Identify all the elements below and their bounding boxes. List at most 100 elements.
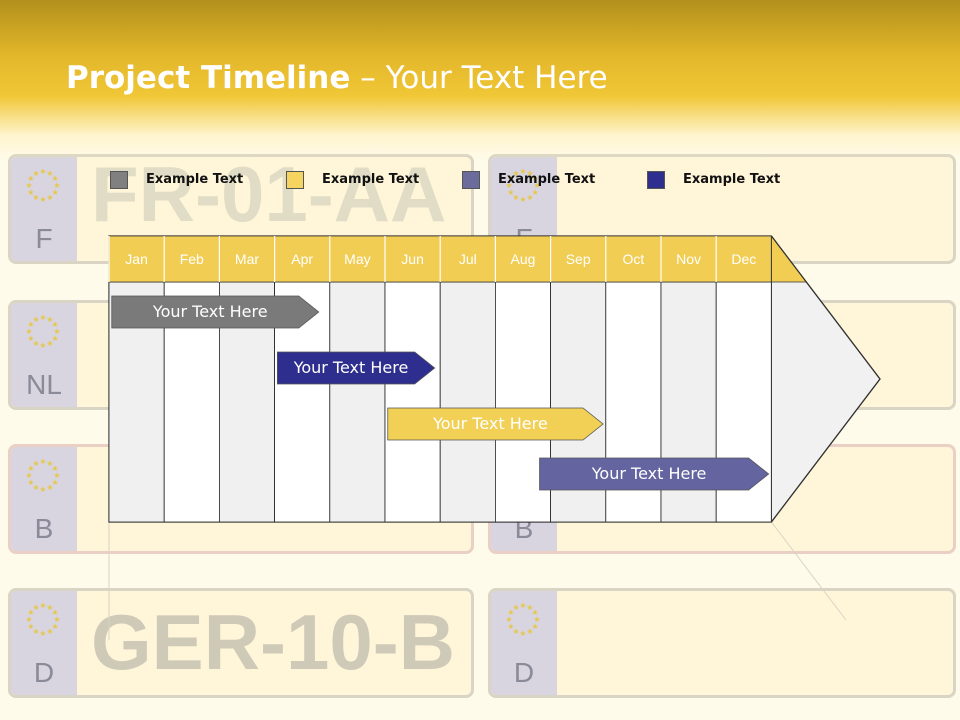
eu-star: ★	[25, 327, 32, 336]
task-bar	[276, 351, 436, 385]
eu-star: ★	[46, 627, 53, 636]
task-bar	[539, 457, 770, 491]
header-banner	[0, 0, 960, 160]
title-bold: Project Timeline	[66, 60, 351, 96]
eu-stars-icon: ★★★★★★★★★★★★	[25, 313, 60, 350]
eu-star: ★	[46, 193, 53, 202]
month-column	[384, 281, 441, 523]
month-label: Jun	[401, 251, 424, 267]
month-label: Oct	[622, 251, 645, 267]
eu-star: ★	[507, 174, 514, 183]
eu-star: ★	[507, 608, 514, 617]
eu-star: ★	[25, 181, 32, 190]
eu-star: ★	[507, 622, 514, 631]
arrow-tip-outline	[770, 235, 881, 523]
eu-star: ★	[46, 483, 53, 492]
eu-star: ★	[39, 341, 46, 350]
eu-band	[11, 591, 77, 695]
plate-country: D	[513, 657, 535, 688]
eu-star: ★	[526, 627, 533, 636]
eu-star: ★	[505, 181, 512, 190]
eu-star: ★	[46, 339, 53, 348]
title-rest: – Your Text Here	[350, 60, 608, 96]
eu-star: ★	[512, 193, 519, 202]
eu-star: ★	[53, 471, 60, 480]
legend-swatch	[462, 171, 480, 189]
eu-band	[11, 157, 77, 261]
eu-stars-icon: ★★★★★★★★★★★★	[25, 601, 60, 638]
eu-stars-icon: ★★★★★★★★★★★★	[505, 167, 540, 204]
background-plate-d2: ★★★★★★★★★★★★ D	[488, 588, 956, 698]
month-label: Sep	[565, 251, 591, 267]
month-label: Aug	[510, 251, 536, 267]
eu-star: ★	[52, 622, 59, 631]
eu-star: ★	[39, 485, 46, 494]
eu-stars-icon: ★★★★★★★★★★★★	[505, 601, 540, 638]
eu-star: ★	[39, 167, 46, 176]
month-column	[439, 281, 496, 523]
eu-star: ★	[512, 603, 519, 612]
month-column	[494, 281, 551, 523]
eu-star: ★	[52, 478, 59, 487]
eu-star: ★	[32, 339, 39, 348]
plate-country: NL	[26, 369, 62, 400]
eu-star: ★	[519, 195, 526, 204]
eu-star: ★	[533, 181, 540, 190]
eu-star: ★	[32, 169, 39, 178]
eu-star: ★	[46, 459, 53, 468]
eu-star: ★	[52, 174, 59, 183]
legend-label: Example Text	[498, 172, 596, 187]
eu-band	[11, 303, 77, 407]
task-bar-label: Your Text Here	[433, 414, 548, 433]
eu-band	[11, 447, 77, 551]
eu-star: ★	[27, 464, 34, 473]
eu-star: ★	[25, 471, 32, 480]
eu-star: ★	[39, 629, 46, 638]
eu-star: ★	[519, 601, 526, 610]
eu-star: ★	[52, 608, 59, 617]
eu-star: ★	[53, 615, 60, 624]
task-bar	[387, 407, 604, 441]
task-bar-label: Your Text Here	[152, 302, 268, 321]
eu-stars-icon: ★★★★★★★★★★★★	[25, 457, 60, 494]
eu-star: ★	[32, 193, 39, 202]
eu-star: ★	[526, 603, 533, 612]
eu-star: ★	[532, 188, 539, 197]
eu-star: ★	[519, 167, 526, 176]
eu-star: ★	[52, 188, 59, 197]
eu-star: ★	[39, 457, 46, 466]
eu-star: ★	[52, 320, 59, 329]
task-bar-label: Your Text Here	[591, 464, 707, 483]
eu-star: ★	[27, 174, 34, 183]
legend-label: Example Text	[146, 172, 244, 187]
eu-star: ★	[46, 315, 53, 324]
eu-star: ★	[39, 601, 46, 610]
month-label: Mar	[234, 251, 260, 267]
eu-star: ★	[25, 615, 32, 624]
eu-star: ★	[505, 615, 512, 624]
legend-swatch	[110, 171, 128, 189]
eu-star: ★	[32, 627, 39, 636]
eu-star: ★	[32, 459, 39, 468]
task-bar	[111, 295, 320, 329]
month-label: Nov	[676, 251, 702, 267]
eu-star: ★	[32, 315, 39, 324]
plate-country: D	[33, 657, 55, 688]
legend-label: Example Text	[683, 172, 781, 187]
plate-country: F	[35, 223, 53, 254]
eu-star: ★	[507, 188, 514, 197]
eu-star: ★	[532, 174, 539, 183]
eu-star: ★	[27, 608, 34, 617]
eu-star: ★	[27, 320, 34, 329]
eu-star: ★	[27, 188, 34, 197]
eu-star: ★	[512, 627, 519, 636]
eu-star: ★	[532, 622, 539, 631]
task-bar-label: Your Text Here	[293, 358, 409, 377]
eu-star: ★	[532, 608, 539, 617]
eu-star: ★	[53, 181, 60, 190]
background-plate-fr: ★★★★★★★★★★★★ F FR-01-AA	[8, 154, 474, 264]
reflection-line	[771, 521, 847, 621]
eu-star: ★	[526, 169, 533, 178]
month-label: Apr	[291, 251, 314, 267]
